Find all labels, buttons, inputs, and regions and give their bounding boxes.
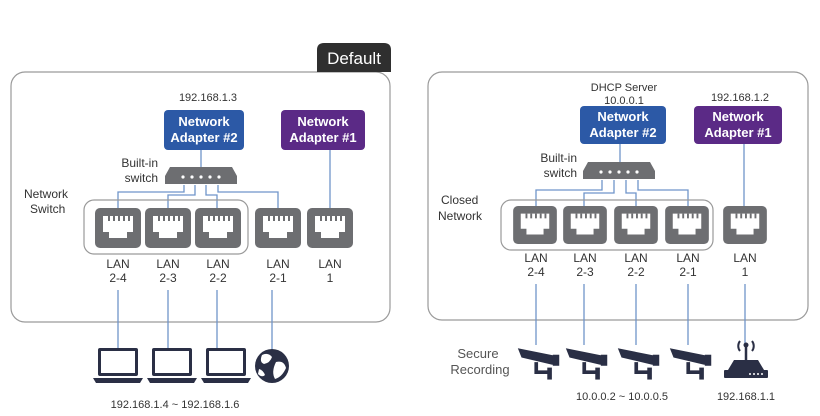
- port-label: 2-1: [679, 265, 697, 279]
- left-port-labels: LAN 2-4 LAN 2-3 LAN 2-2 LAN 2-1 LAN 1: [106, 257, 341, 285]
- laptop-icon: [93, 348, 143, 383]
- built-in-switch-icon: [165, 167, 237, 184]
- adapter2-ip-label: 10.0.0.1: [604, 95, 644, 107]
- lan-2-2-port[interactable]: [614, 206, 658, 244]
- svg-text:Network: Network: [297, 114, 349, 129]
- port-label: 2-4: [109, 271, 127, 285]
- switch-label: Built-in: [121, 156, 158, 170]
- camera-icon: [564, 346, 610, 382]
- port-label: 2-2: [209, 271, 227, 285]
- port-label: 2-3: [576, 265, 594, 279]
- network-adapter-2[interactable]: Network Adapter #2: [164, 110, 244, 150]
- lan-2-1-port[interactable]: [665, 206, 709, 244]
- secure-recording-label: Secure: [457, 346, 498, 361]
- port-label: LAN: [676, 251, 699, 265]
- default-tab-label: Default: [327, 49, 381, 68]
- port-label: LAN: [624, 251, 647, 265]
- lan-1-port[interactable]: [307, 208, 353, 248]
- router-icon: [722, 339, 770, 380]
- lan-2-4-port[interactable]: [513, 206, 557, 244]
- lan-2-3-port[interactable]: [563, 206, 607, 244]
- closed-network-label: Closed: [441, 193, 478, 207]
- network-adapter-1[interactable]: Network Adapter #1: [281, 110, 365, 150]
- port-label: 2-2: [627, 265, 645, 279]
- left-panel: Default 192.168.1.3 Network Adapter #2 N…: [10, 43, 391, 411]
- camera-icon: [616, 346, 662, 382]
- lan-2-2-port[interactable]: [195, 208, 241, 248]
- port-label: LAN: [573, 251, 596, 265]
- camera-icon: [668, 346, 714, 382]
- port-label: 1: [327, 271, 334, 285]
- port-label: LAN: [318, 257, 341, 271]
- globe-icon: [255, 349, 289, 383]
- built-in-switch-icon: [583, 162, 655, 179]
- network-switch-label-line2: Switch: [30, 202, 65, 216]
- port-label: LAN: [524, 251, 547, 265]
- svg-text:Network: Network: [178, 114, 230, 129]
- svg-text:Network: Network: [597, 109, 649, 124]
- left-links: [117, 149, 331, 350]
- svg-text:Adapter #1: Adapter #1: [704, 125, 771, 140]
- port-label: 1: [742, 265, 749, 279]
- switch-label-line2: switch: [544, 166, 577, 180]
- lan-2-3-port[interactable]: [145, 208, 191, 248]
- closed-network-label-line2: Network: [438, 209, 483, 223]
- port-label: LAN: [266, 257, 289, 271]
- network-switch-label: Network: [24, 187, 69, 201]
- dhcp-server-label: DHCP Server: [591, 82, 658, 94]
- lan2-group-frame: [83, 199, 249, 255]
- devices-ip-range: 192.168.1.4 ~ 192.168.1.6: [111, 399, 240, 411]
- camera-icon: [516, 346, 562, 382]
- adapter1-ip-label: 192.168.1.2: [711, 92, 769, 104]
- port-label: LAN: [106, 257, 129, 271]
- secure-recording-label-line2: Recording: [450, 362, 509, 377]
- lan-1-port[interactable]: [723, 206, 767, 244]
- svg-text:Adapter #2: Adapter #2: [170, 130, 237, 145]
- switch-label: Built-in: [540, 151, 577, 165]
- default-tab: [317, 43, 391, 72]
- laptop-icon: [147, 348, 197, 383]
- switch-label-line2: switch: [125, 171, 158, 185]
- port-label: 2-1: [269, 271, 287, 285]
- laptop-icon: [201, 348, 251, 383]
- port-label: 2-3: [159, 271, 177, 285]
- port-label: LAN: [156, 257, 179, 271]
- lan2-group-frame: [500, 199, 714, 251]
- svg-text:Adapter #1: Adapter #1: [289, 130, 356, 145]
- right-links: [535, 144, 746, 345]
- port-label: LAN: [733, 251, 756, 265]
- lan-2-4-port[interactable]: [95, 208, 141, 248]
- port-label: 2-4: [527, 265, 545, 279]
- adapter2-ip-label: 192.168.1.3: [179, 92, 237, 104]
- cameras-ip-range: 10.0.0.2 ~ 10.0.0.5: [576, 391, 668, 403]
- lan-2-1-port[interactable]: [255, 208, 301, 248]
- svg-text:Network: Network: [712, 109, 764, 124]
- port-label: LAN: [206, 257, 229, 271]
- network-adapter-2[interactable]: Network Adapter #2: [580, 106, 666, 144]
- right-panel: DHCP Server 10.0.0.1 192.168.1.2 Network…: [427, 71, 809, 403]
- svg-text:Adapter #2: Adapter #2: [589, 125, 656, 140]
- right-port-labels: LAN 2-4 LAN 2-3 LAN 2-2 LAN 2-1 LAN 1: [524, 251, 756, 279]
- router-ip-label: 192.168.1.1: [717, 391, 775, 403]
- network-adapter-1[interactable]: Network Adapter #1: [694, 106, 782, 144]
